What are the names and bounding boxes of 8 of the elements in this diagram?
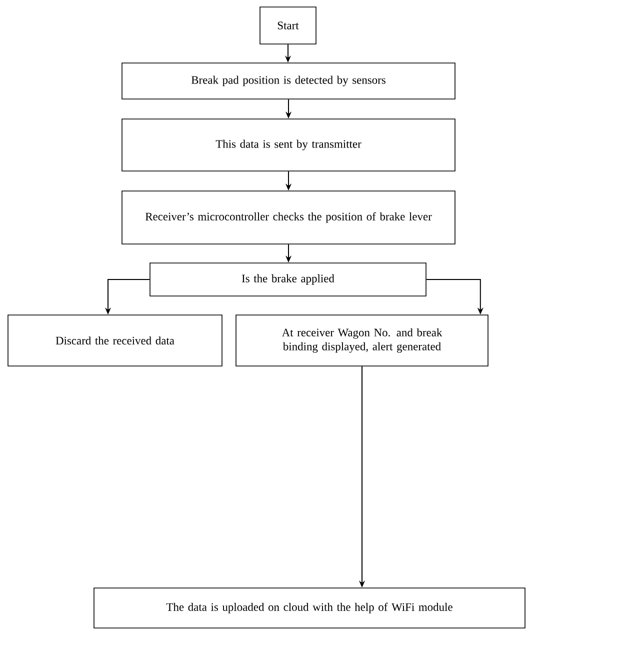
process-box: Discard the received data xyxy=(8,314,222,366)
process-box: Receiver’s microcontroller checks the position of brake lever xyxy=(122,190,456,244)
process-box: The data is uploaded on cloud with the help of WiFi module xyxy=(94,588,526,628)
process-box: Break pad position is detected by sensors xyxy=(122,62,456,100)
process-box: At receiver Wagon No. and break binding displayed, alert generated xyxy=(236,314,488,366)
process-box: This data is sent by transmitter xyxy=(122,118,456,172)
start-box: Start xyxy=(260,6,316,44)
process-box: Is the brake applied xyxy=(150,262,426,296)
